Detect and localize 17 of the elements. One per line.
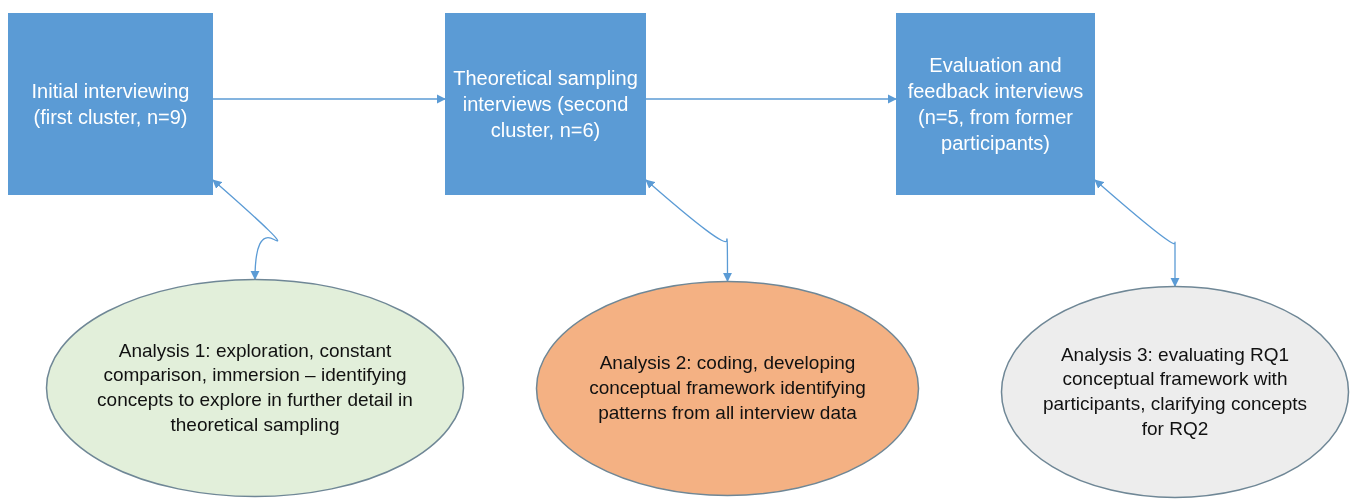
- node-text: Initial interviewing (first cluster, n=9): [30, 79, 191, 130]
- node-text: Analysis 3: evaluating RQ1 conceptual framework with participants, clarifying concepts for RQ2: [1042, 342, 1308, 441]
- analysis-ellipse: [1000, 285, 1350, 499]
- double-arrow: [645, 179, 733, 282]
- process-box: [8, 13, 213, 195]
- node-text: Analysis 1: exploration, constant comparison, immersion – identifying concepts to explore in further detail in theoretical sampling: [96, 338, 414, 437]
- double-arrow: [1094, 179, 1180, 287]
- process-box: [896, 13, 1095, 195]
- double-arrow: [212, 179, 279, 280]
- node-text: Evaluation and feedback interviews (n=5, from former participants): [906, 53, 1085, 156]
- process-box: [445, 13, 646, 195]
- analysis-ellipse: [535, 280, 920, 497]
- node-text: Analysis 2: coding, developing conceptual framework identifying patterns from all interview data: [588, 351, 867, 425]
- node-text: Theoretical sampling interviews (second cluster, n=6): [452, 66, 639, 143]
- analysis-ellipse: [45, 278, 465, 498]
- arrow: [645, 94, 897, 104]
- arrow: [212, 94, 446, 104]
